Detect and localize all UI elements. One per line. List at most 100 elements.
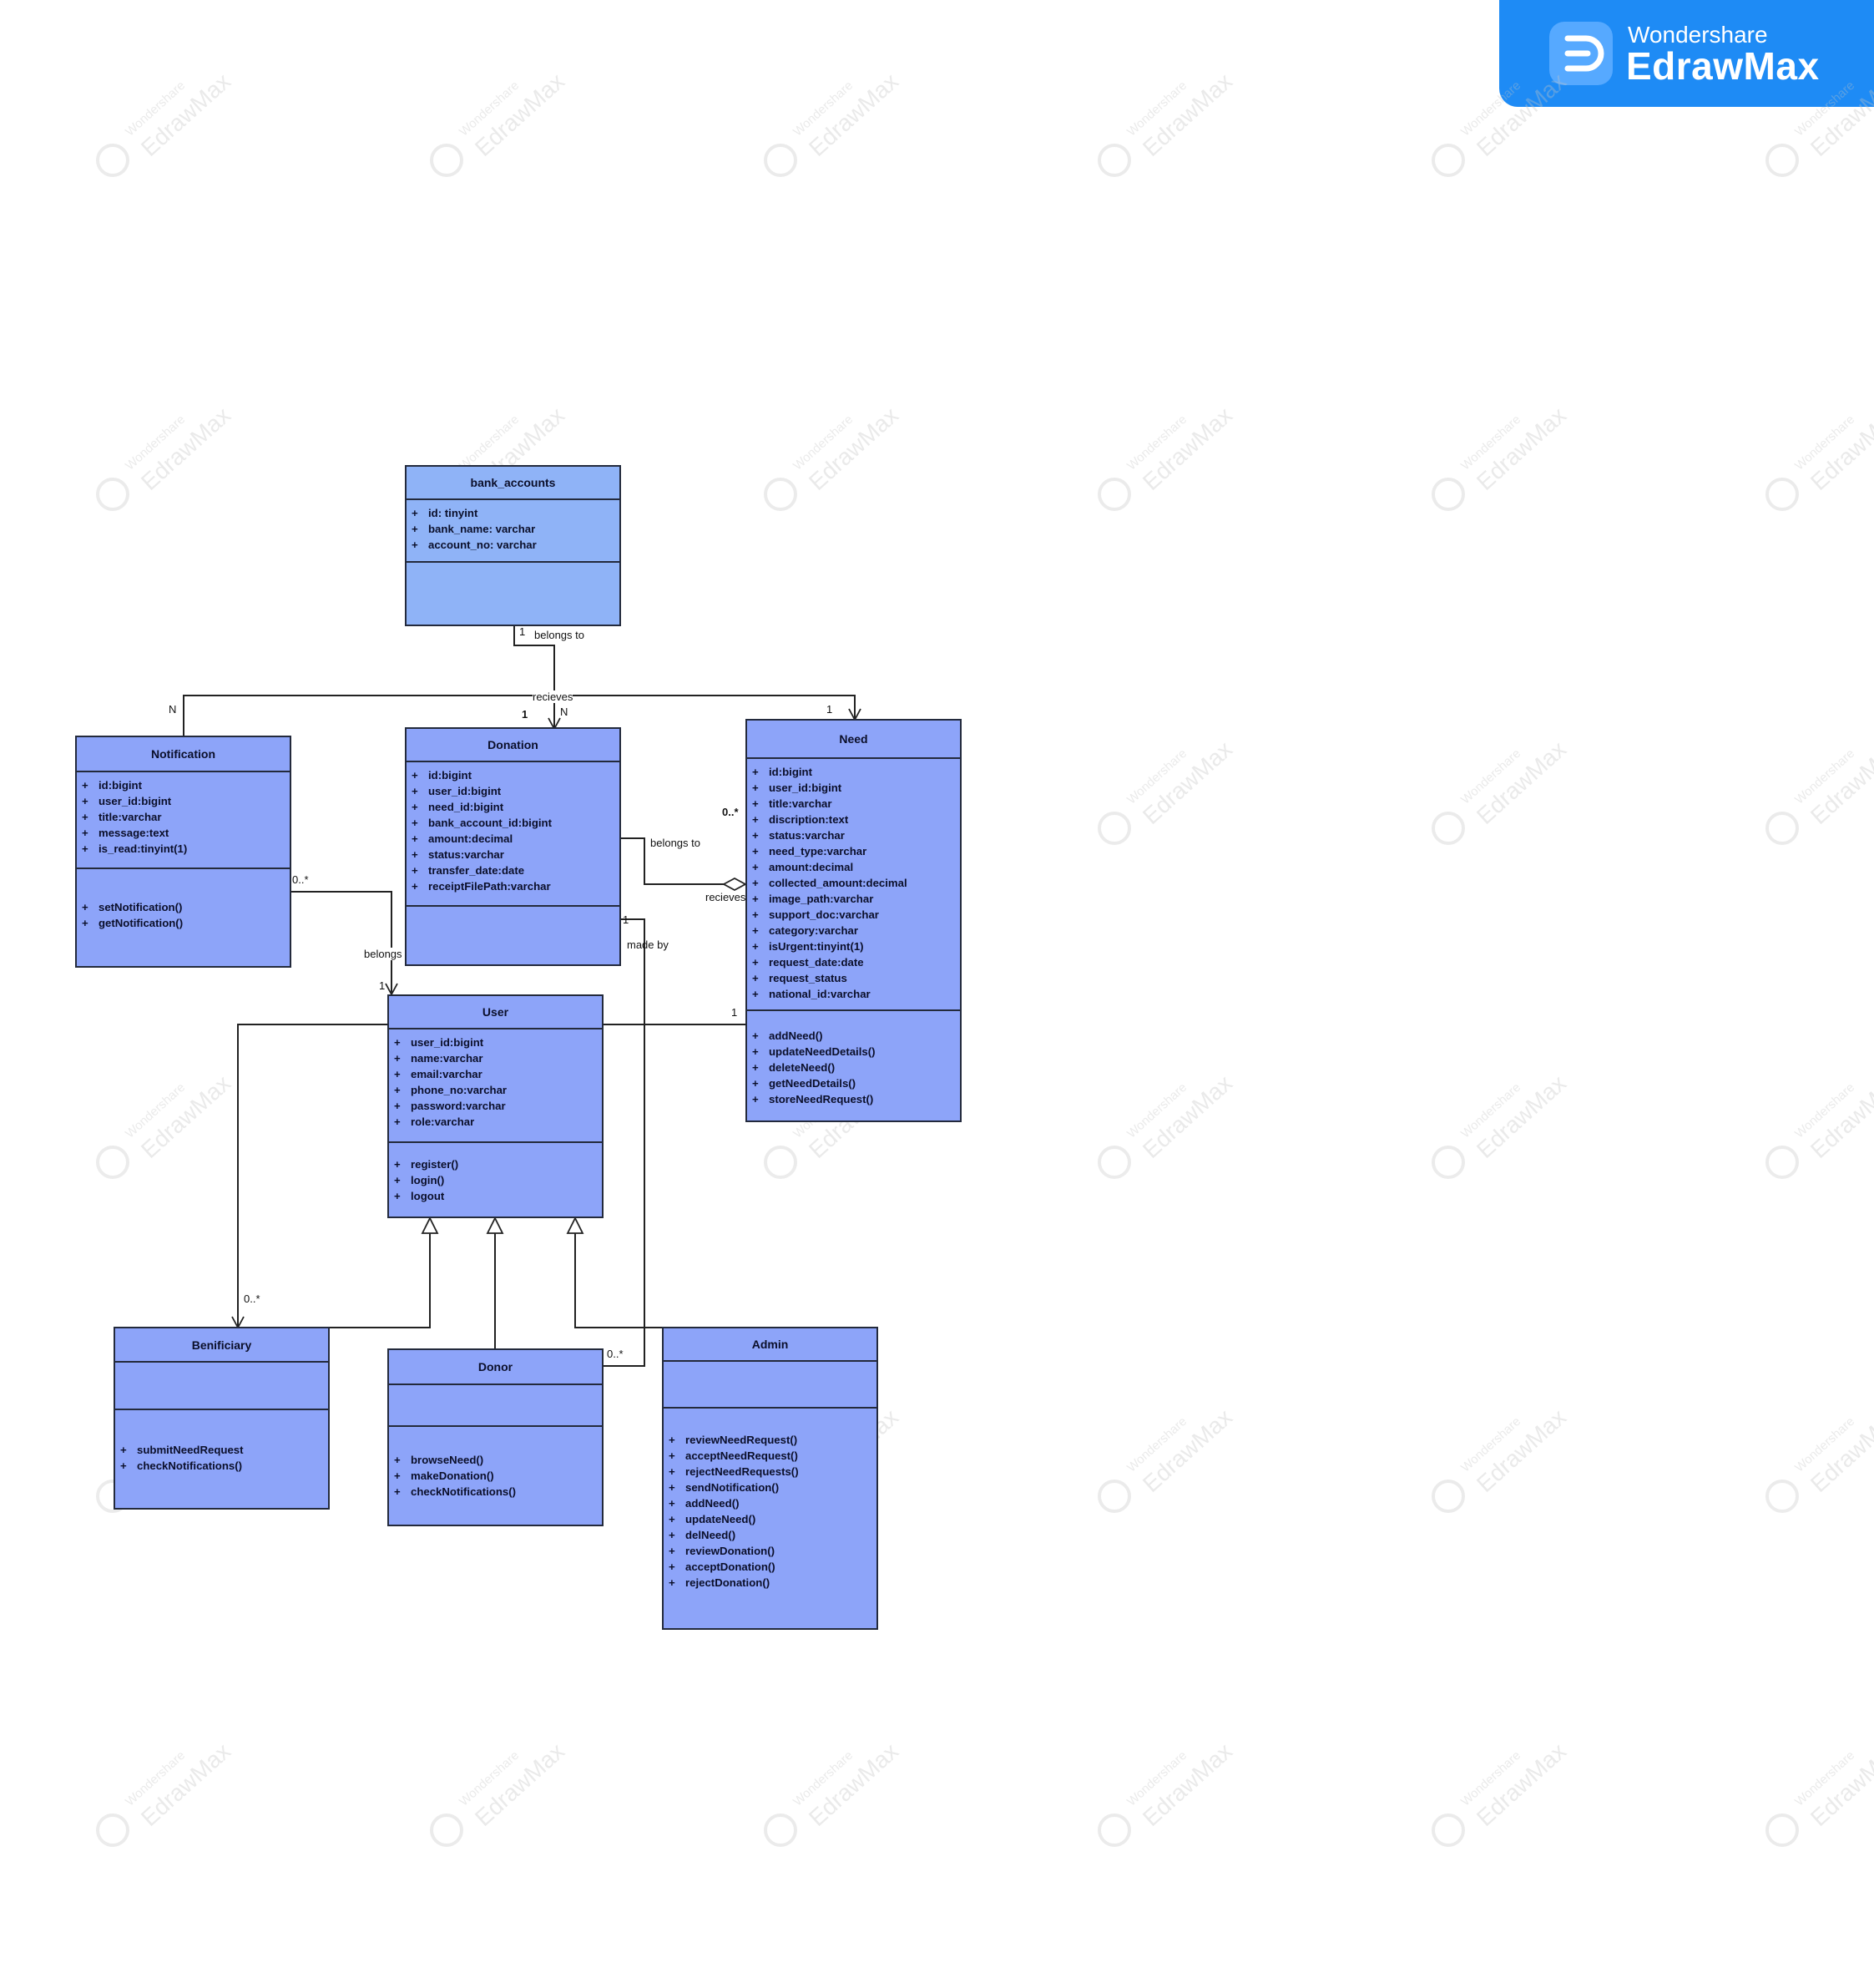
attribute-row: +discription:text [752, 813, 849, 826]
attribute-row: +request_status [752, 972, 847, 984]
class-beneficiary[interactable]: Benificiary +submitNeedRequest+checkNotif… [114, 1327, 330, 1510]
method-row: +getNeedDetails() [752, 1077, 856, 1090]
label-belongs-to-need: belongs to [650, 837, 700, 849]
class-title: Benificiary [115, 1328, 328, 1363]
attribute-row: +collected_amount:decimal [752, 877, 907, 889]
class-bank-accounts[interactable]: bank_accounts+id: tinyint+bank_name: var… [405, 465, 621, 626]
mult-need-1: 1 [826, 703, 833, 716]
method-row: +sendNotification() [669, 1481, 780, 1494]
method-row: +acceptNeedRequest() [669, 1449, 798, 1462]
method-row: +register() [394, 1158, 459, 1171]
attribute-row: +image_path:varchar [752, 893, 874, 905]
mult-donation-bottom-1: 1 [623, 913, 629, 926]
method-row: +addNeed() [669, 1497, 740, 1510]
mult-donor-0n: 0..* [607, 1348, 624, 1360]
method-row: +acceptDonation() [669, 1561, 775, 1573]
class-title: Donor [389, 1350, 602, 1385]
class-title: Donation [407, 729, 619, 762]
brand-product-name: EdrawMax [1626, 44, 1820, 88]
attribute-row: +account_no: varchar [412, 539, 537, 551]
method-row: +setNotification() [82, 901, 183, 913]
attribute-row: +id:bigint [412, 769, 472, 782]
mult-bank-1: 1 [519, 625, 526, 638]
method-row: +rejectNeedRequests() [669, 1465, 799, 1478]
mult-notif-n: N [169, 703, 177, 716]
class-need[interactable]: Need+id:bigint+user_id:bigint+title:varc… [745, 719, 962, 1122]
class-title: Need [747, 721, 960, 759]
attribute-row: +user_id:bigint [82, 795, 172, 807]
method-row: +rejectDonation() [669, 1576, 770, 1589]
method-row: +reviewNeedRequest() [669, 1434, 798, 1446]
mult-donation-n: N [560, 706, 568, 718]
edge-beneficiary-user-generalization [330, 1218, 430, 1328]
class-methods: +addNeed()+updateNeedDetails()+deleteNee… [747, 1011, 960, 1107]
attribute-row: +name:varchar [394, 1052, 483, 1065]
attribute-row: +user_id:bigint [412, 785, 502, 797]
class-attributes: +user_id:bigint +name:varchar +email:varch… [389, 1029, 602, 1143]
class-attributes [389, 1385, 602, 1427]
attribute-row: +amount:decimal [412, 832, 513, 845]
method-row: +storeNeedRequest() [752, 1093, 874, 1105]
mult-need-0n: 0..* [722, 806, 739, 818]
attribute-row: +is_read:tinyint(1) [82, 842, 188, 855]
class-methods: +browseNeed()+makeDonation()+checkNotifi… [389, 1427, 602, 1500]
attribute-row: +id:bigint [752, 766, 812, 778]
class-user[interactable]: User +user_id:bigint +name:varchar +email:v… [387, 994, 604, 1218]
class-attributes [115, 1363, 328, 1410]
class-attributes: +id:bigint+user_id:bigint+need_id:bigint… [407, 762, 619, 907]
edge-donation-donor [603, 918, 645, 1367]
edge-notification-need [183, 695, 861, 736]
mult-notif-0n: 0..* [292, 873, 309, 886]
class-attributes [664, 1362, 876, 1409]
attribute-row: +support_doc:varchar [752, 908, 879, 921]
class-donation[interactable]: Donation+id:bigint+user_id:bigint+need_i… [405, 727, 621, 966]
class-methods: +setNotification() +getNotification() [77, 869, 290, 931]
attribute-row: +isUrgent:tinyint(1) [752, 940, 864, 953]
class-title: User [389, 996, 602, 1029]
method-row: +logout [394, 1190, 445, 1202]
method-row: +browseNeed() [394, 1454, 484, 1466]
attribute-row: +title:varchar [82, 811, 162, 823]
class-donor[interactable]: Donor +browseNeed()+makeDonation()+checkN… [387, 1348, 604, 1526]
attribute-row: +receiptFilePath:varchar [412, 880, 551, 893]
edge-admin-user-generalization [575, 1218, 662, 1328]
method-row: +delNeed() [669, 1529, 736, 1541]
attribute-row: +need_type:varchar [752, 845, 867, 857]
attribute-row: +transfer_date:date [412, 864, 525, 877]
class-attributes: +id:bigint+user_id:bigint+title:varchar+… [747, 759, 960, 1011]
attribute-row: +category:varchar [752, 924, 859, 937]
label-made-by: made by [627, 938, 669, 951]
class-notification[interactable]: Notification +id:bigint +user_id:bigint +ti… [75, 736, 291, 968]
method-row: +submitNeedRequest [120, 1444, 244, 1456]
attribute-row: +title:varchar [752, 797, 832, 810]
attribute-row: +bank_name: varchar [412, 523, 536, 535]
attribute-row: +user_id:bigint [394, 1036, 484, 1049]
class-methods: +submitNeedRequest+checkNotifications() [115, 1410, 328, 1474]
attribute-row: +national_id:varchar [752, 988, 871, 1000]
class-methods: +reviewNeedRequest() +acceptNeedRequest()… [664, 1409, 876, 1591]
mult-benef-0n: 0..* [244, 1292, 260, 1305]
method-row: +reviewDonation() [669, 1545, 775, 1557]
class-title: Notification [77, 737, 290, 772]
attribute-row: +id:bigint [82, 779, 142, 792]
method-row: +updateNeed() [669, 1513, 756, 1525]
brand-company-name: Wondershare [1628, 22, 1768, 48]
class-methods: +register()+login()+logout [389, 1143, 602, 1204]
label-recieves-need: recieves [705, 891, 746, 903]
attribute-row: +role:varchar [394, 1115, 475, 1128]
attribute-row: +id: tinyint [412, 507, 478, 519]
method-row: +getNotification() [82, 917, 184, 929]
class-admin[interactable]: Admin +reviewNeedRequest() +acceptNeedRequ… [662, 1327, 878, 1630]
edge-donation-need [621, 837, 747, 892]
attribute-row: +email:varchar [394, 1068, 482, 1080]
mult-user-1: 1 [379, 979, 386, 992]
class-attributes: +id:bigint +user_id:bigint +title:varchar +… [77, 772, 290, 869]
edge-bank-donation [513, 626, 561, 731]
edge-notification-user [291, 891, 398, 996]
method-row: +addNeed() [752, 1029, 823, 1042]
attribute-row: +amount:decimal [752, 861, 854, 873]
class-title: Admin [664, 1328, 876, 1362]
class-attributes: +id: tinyint +bank_name: varchar +account_… [407, 500, 619, 563]
attribute-row: +request_date:date [752, 956, 864, 969]
